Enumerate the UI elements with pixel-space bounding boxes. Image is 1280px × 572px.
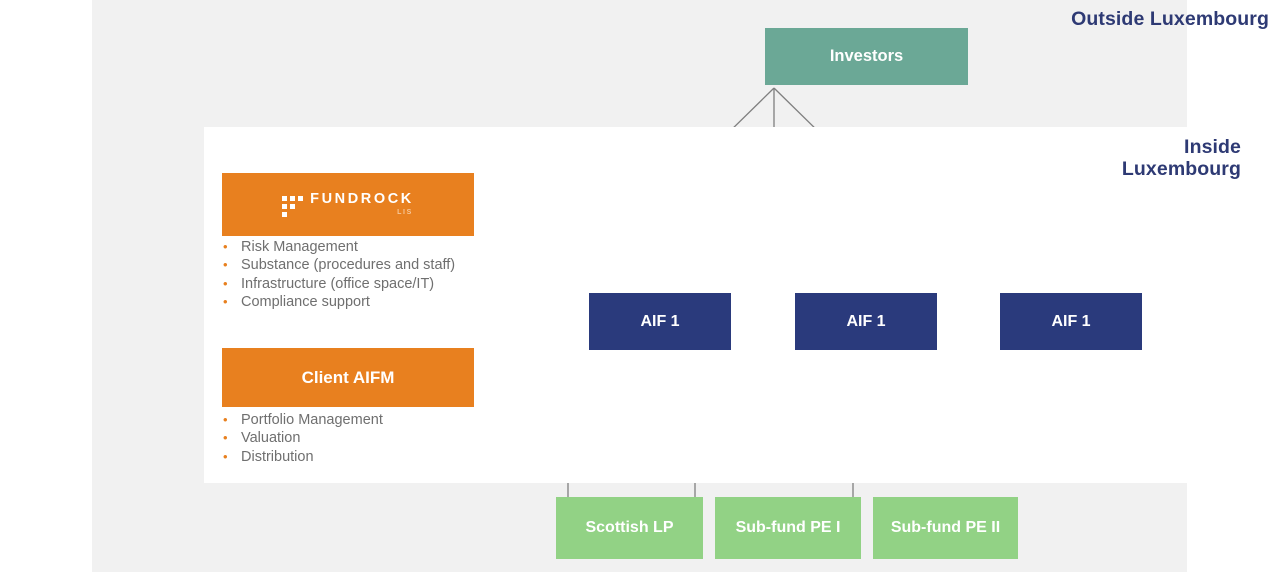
fundrock-dot-matrix-icon [282,196,304,217]
list-item: • Infrastructure (office space/IT) [223,275,523,293]
fundrock-logo-box[interactable]: FUNDROCK LIS [222,173,474,236]
fund-box-sub-fund-pe-i[interactable]: Sub-fund PE I [715,497,861,559]
aif-box-3[interactable]: AIF 1 [1000,293,1142,350]
fundrock-services-list: • Risk Management • Substance (procedure… [223,238,523,312]
list-item: • Valuation [223,429,523,447]
bullet-icon: • [223,430,228,446]
client-aifm-services-list: • Portfolio Management • Valuation • Dis… [223,411,523,466]
list-item-label: Infrastructure (office space/IT) [241,275,435,292]
bullet-icon: • [223,257,228,273]
list-item-label: Substance (procedures and staff) [241,257,456,274]
client-aifm-box[interactable]: Client AIFM [222,348,474,407]
list-item-label: Compliance support [241,294,370,311]
aif-box-1[interactable]: AIF 1 [589,293,731,350]
outside-luxembourg-label: Outside Luxembourg [1071,8,1269,30]
bullet-icon: • [223,275,228,291]
inside-luxembourg-label-line1: Inside [1184,136,1241,158]
fund-box-sub-fund-pe-ii[interactable]: Sub-fund PE II [873,497,1018,559]
list-item-label: Distribution [241,448,314,465]
list-item-label: Portfolio Management [241,412,383,428]
list-item: • Risk Management [223,238,523,256]
fundrock-logo-word: FUNDROCK [310,191,414,207]
list-item: • Portfolio Management [223,411,523,429]
fundrock-logo: FUNDROCK LIS [282,192,414,217]
slide-canvas: Outside Luxembourg Inside Luxembourg Inv… [92,0,1269,572]
list-item: • Compliance support [223,293,523,311]
inside-luxembourg-label-line2: Luxembourg [1121,158,1241,180]
list-item-label: Risk Management [241,239,358,255]
aif-box-2[interactable]: AIF 1 [795,293,937,350]
fund-box-scottish-lp[interactable]: Scottish LP [556,497,703,559]
list-item: • Substance (procedures and staff) [223,256,523,274]
inside-luxembourg-label: Inside Luxembourg [932,136,1241,180]
fundrock-wordmark: FUNDROCK LIS [310,192,414,217]
bullet-icon: • [223,412,228,427]
list-item-label: Valuation [241,430,301,447]
bullet-icon: • [223,448,228,464]
investors-box[interactable]: Investors [765,28,968,85]
bullet-icon: • [223,239,228,254]
fundrock-logo-subtitle: LIS [397,209,413,216]
list-item: • Distribution [223,448,523,466]
bullet-icon: • [223,294,228,310]
